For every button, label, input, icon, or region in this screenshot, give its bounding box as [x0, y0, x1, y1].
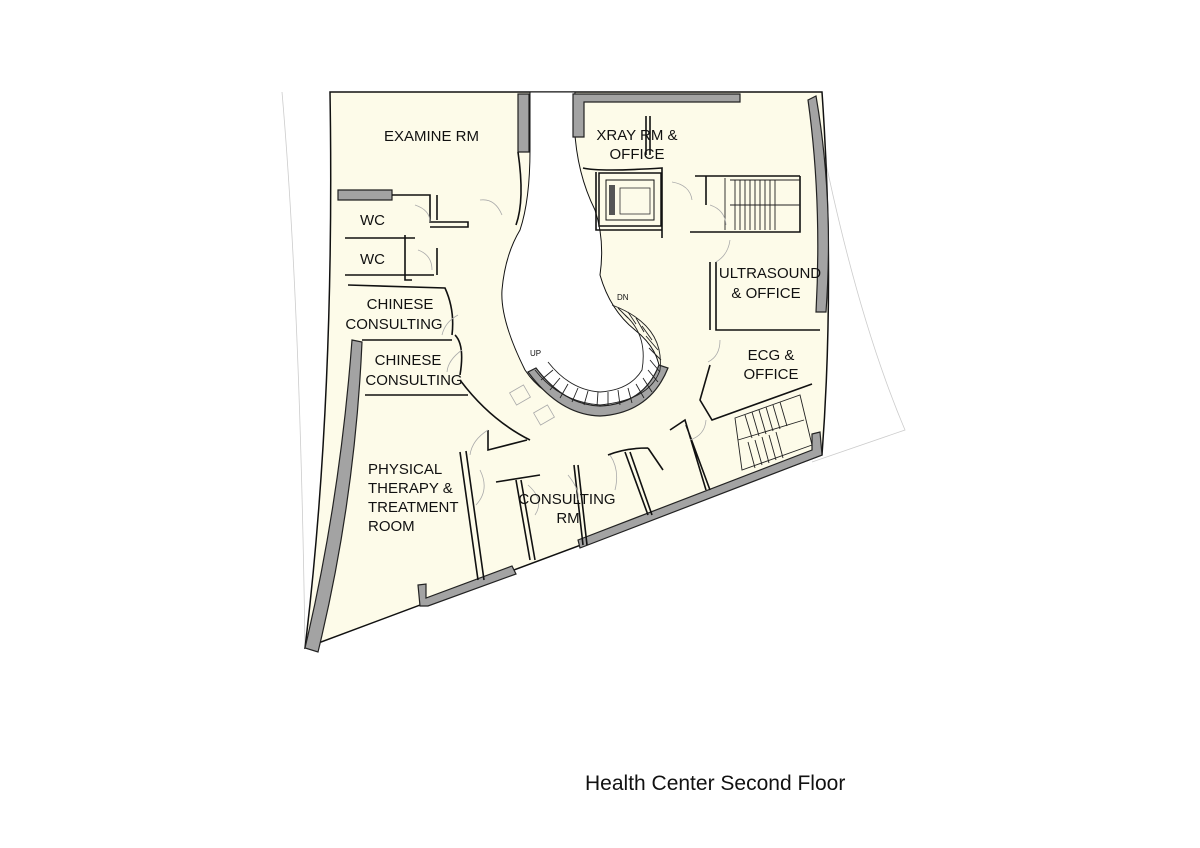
- wall: [577, 431, 823, 549]
- wall: [572, 93, 741, 138]
- door-swings: [414, 181, 731, 516]
- plan-caption: Health Center Second Floor: [585, 772, 846, 795]
- interior-walls: [345, 116, 820, 581]
- room-label-ultrasound: ULTRASOUND& OFFICE: [719, 265, 821, 302]
- room-label-wc-1: WC: [360, 212, 385, 229]
- room-label-examine: EXAMINE RM: [384, 128, 479, 145]
- spiral-stair: [534, 304, 662, 407]
- room-label-xray: XRAY RM &OFFICE: [596, 127, 677, 163]
- room-label-ecg: ECG &OFFICE: [744, 347, 799, 383]
- stair-label-down: DN: [617, 293, 629, 302]
- wall: [417, 565, 517, 607]
- straight-stair: [724, 178, 813, 471]
- wall: [517, 93, 530, 153]
- wall: [304, 339, 363, 653]
- elevator: [598, 172, 662, 227]
- waiting-chairs: [509, 384, 555, 426]
- spiral-stair-wall: [527, 364, 669, 417]
- stair-label-up: UP: [530, 349, 541, 358]
- wall: [807, 95, 830, 313]
- room-label-wc-2: WC: [360, 251, 385, 268]
- wall: [337, 189, 393, 201]
